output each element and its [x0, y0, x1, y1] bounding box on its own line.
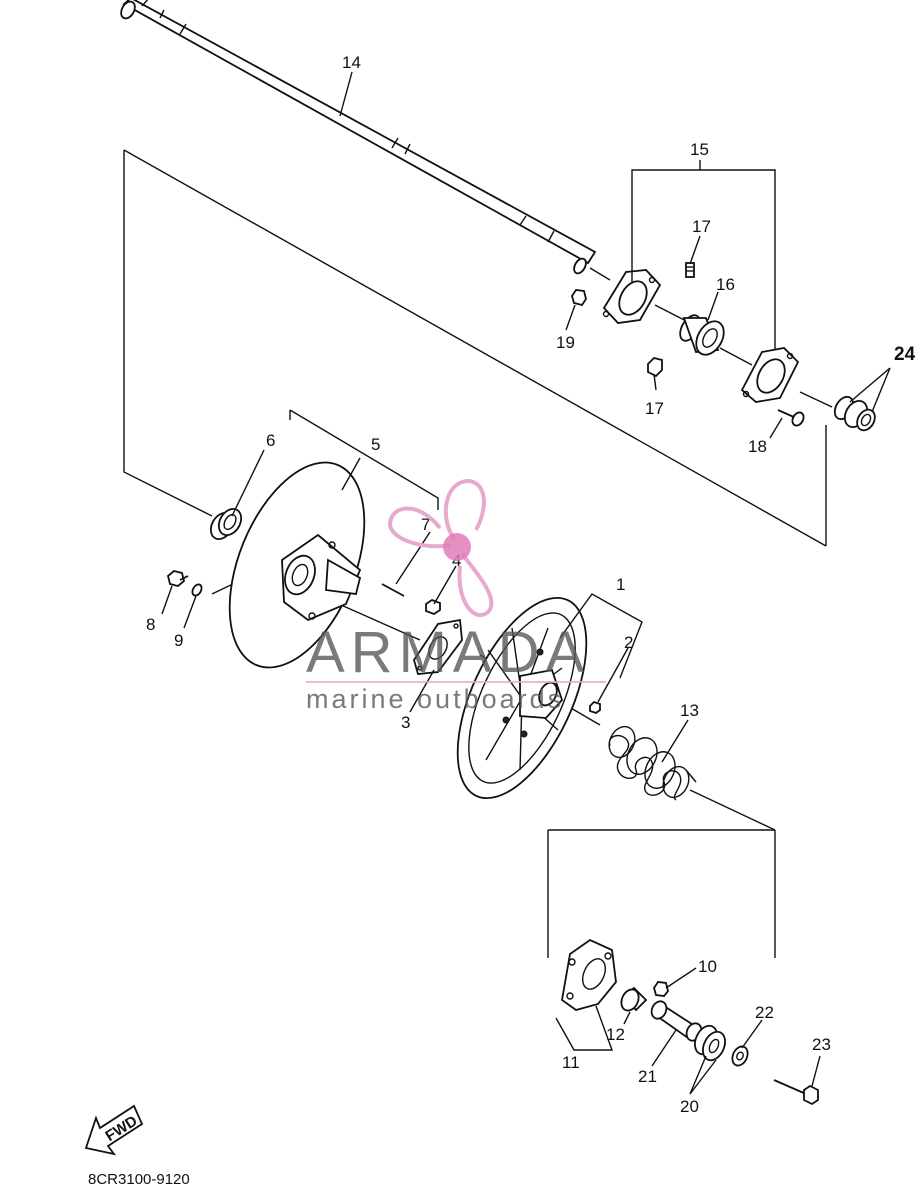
- pin-part-7: [381, 583, 405, 597]
- propeller-logo-icon: [387, 479, 494, 618]
- callout-20: 20: [680, 1097, 699, 1116]
- nut-17: [647, 357, 663, 378]
- armada-watermark: ARMADA marine outboards: [306, 479, 606, 714]
- callout-2: 2: [624, 633, 633, 652]
- bolt-part-4: [425, 598, 441, 616]
- callout-12: 12: [606, 1025, 625, 1044]
- nut-part-10: [653, 981, 669, 997]
- washer-part-9: [191, 583, 203, 597]
- ring-part-6: [209, 507, 243, 541]
- leader-lines: [161, 71, 891, 1095]
- callout-1: 1: [616, 575, 625, 594]
- bearing-part-16: [679, 314, 725, 356]
- callout-7: 7: [421, 515, 430, 534]
- forward-arrow-icon: FWD: [84, 1104, 144, 1156]
- callout-8: 8: [146, 615, 155, 634]
- callout-24: 24: [894, 344, 916, 365]
- callout-13: 13: [680, 701, 699, 720]
- bolt-18: [777, 409, 805, 427]
- screw-part-2: [589, 700, 601, 715]
- bolt-part-23: [773, 1079, 819, 1106]
- bearing-flange-15b: [740, 347, 800, 403]
- callout-9: 9: [174, 631, 183, 650]
- callout-16: 16: [716, 275, 735, 294]
- callout-21: 21: [638, 1067, 657, 1086]
- callout-14: 14: [342, 53, 361, 72]
- bushing-set-24: [833, 395, 876, 432]
- callout-11: 11: [562, 1053, 580, 1072]
- callout-23: 23: [812, 1035, 831, 1054]
- washer-part-22: [731, 1045, 749, 1067]
- cam-part-11: [561, 938, 617, 1011]
- callout-5: 5: [371, 435, 380, 454]
- callout-17-bottom: 17: [645, 399, 664, 418]
- drawing-code: 8CR3100-9120: [88, 1171, 190, 1188]
- callout-18: 18: [748, 437, 767, 456]
- assembly-outline: [123, 149, 833, 958]
- fixed-sheave-5: [228, 461, 366, 669]
- bearing-flange-15a: [602, 269, 662, 324]
- callout-15: 15: [690, 140, 709, 159]
- callout-22: 22: [755, 1003, 774, 1022]
- propeller-hub: [443, 533, 471, 561]
- callout-3: 3: [401, 713, 410, 732]
- spring-part-13: [608, 725, 697, 801]
- shaft-part-14: [120, 0, 597, 275]
- nut-19: [571, 289, 587, 307]
- bolt-part-8: [166, 570, 189, 587]
- callout-17-top: 17: [692, 217, 711, 236]
- callout-6: 6: [266, 431, 275, 450]
- plate-part-3: [413, 618, 463, 675]
- callout-19: 19: [556, 333, 575, 352]
- watermark-brand: ARMADA: [306, 620, 590, 685]
- callout-10: 10: [698, 957, 717, 976]
- callout-labels: 14 15 17 16 19 24 17 18 6 5 7 4 8 9 3 1 …: [146, 53, 916, 1116]
- bushing-part-12: [620, 986, 648, 1012]
- spacer-part-20: [694, 1024, 726, 1062]
- set-screw-17: [685, 262, 695, 278]
- watermark-tagline: marine outboards: [306, 684, 564, 714]
